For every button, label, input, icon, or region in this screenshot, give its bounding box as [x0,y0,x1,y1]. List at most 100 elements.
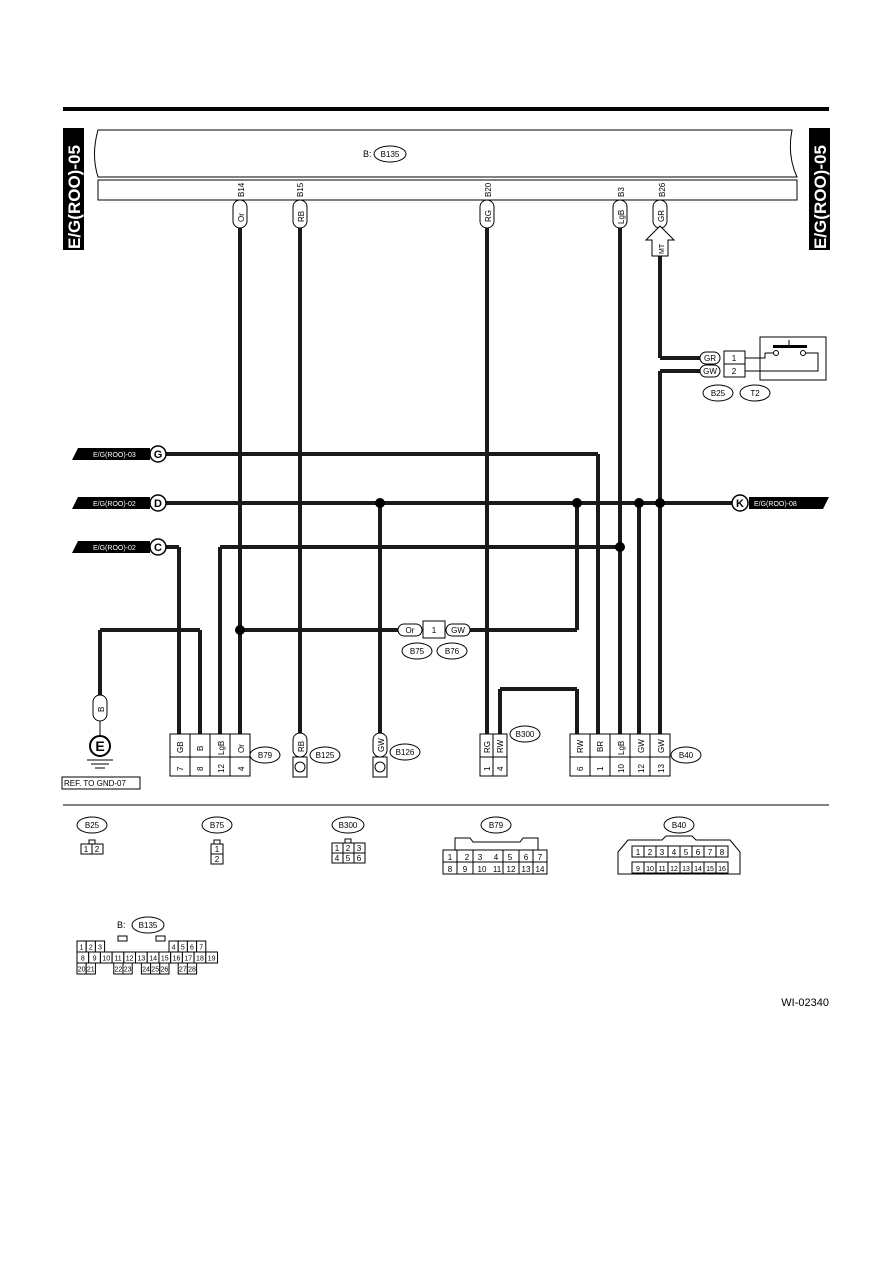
b135-pin-label: 18 [196,956,204,963]
svg-text:9: 9 [636,866,640,873]
b135-pin-cell [85,962,96,975]
svg-text:6: 6 [524,853,529,862]
svg-text:12: 12 [670,866,678,873]
ref-g-tag[interactable]: E/G(ROO)-03 G [72,445,167,463]
svg-text:16: 16 [718,866,726,873]
svg-text:B40: B40 [672,821,687,830]
svg-text:8: 8 [448,865,453,874]
svg-text:B300: B300 [339,821,358,830]
left-page-tag[interactable]: E/G(ROO)-05 [63,128,84,250]
svg-text:RB: RB [297,741,306,752]
svg-text:RG: RG [483,741,492,753]
b135-pin-label: 14 [149,956,157,963]
b135-pin-cell [159,962,170,975]
svg-text:12: 12 [507,865,516,874]
svg-text:GB: GB [176,741,185,753]
svg-text:10: 10 [478,865,487,874]
b79-connector-group: GB B LgB Or 7 8 12 4 B79 [169,733,281,777]
svg-text:14: 14 [694,866,702,873]
svg-text:RG: RG [484,210,493,222]
switch-wire-gr: GR [704,354,716,363]
svg-text:1: 1 [84,845,89,854]
svg-text:9: 9 [463,865,468,874]
svg-text:12: 12 [217,764,226,773]
ref-c-tag[interactable]: E/G(ROO)-02 C [72,538,167,556]
right-page-tag[interactable]: E/G(ROO)-05 [809,128,830,250]
ecm-prefix: B: [363,149,372,159]
svg-text:1: 1 [335,844,340,853]
joint-connector-b76: B76 [445,647,460,656]
ground-letter: E [95,738,104,754]
ecm-wire-tag-or: Or [232,199,248,229]
svg-text:2: 2 [346,844,351,853]
svg-text:B79: B79 [489,821,504,830]
switch-connector-b25: B25 [711,389,726,398]
neutral-switch[interactable]: GR GW 1 2 B25 T2 [699,336,827,402]
svg-text:GW: GW [377,738,386,752]
svg-text:4: 4 [335,854,340,863]
svg-text:BR: BR [596,741,605,752]
b135-pin-label: 5 [181,945,185,952]
b135-pin-label: 9 [93,956,97,963]
b135-pin-label: 1 [80,945,84,952]
svg-text:B135: B135 [139,921,158,930]
ref-k-tag[interactable]: K E/G(ROO)-08 [731,494,829,512]
b135-pin-label: 11 [114,956,121,963]
svg-text:C: C [154,542,162,554]
joint-wire-gw: GW [451,626,465,635]
ecm-pin-b20: B20 [484,182,493,197]
svg-text:1: 1 [596,766,605,771]
svg-text:4: 4 [494,853,499,862]
svg-text:D: D [154,498,162,510]
svg-text:3: 3 [478,853,483,862]
svg-text:2: 2 [215,855,220,864]
b135-pin-label: 28 [188,967,196,974]
b79-group-name: B79 [258,751,273,760]
svg-text:10: 10 [646,866,654,873]
svg-text:LgB: LgB [617,210,626,224]
b135-pin-label: 23 [124,967,132,974]
svg-text:MT: MT [659,243,666,254]
b135-pin-label: 12 [126,956,134,963]
view-b25: B25 1 2 [76,816,108,855]
joint-connector-b75: B75 [410,647,425,656]
joint-pin: 1 [432,626,437,635]
svg-text:B40: B40 [679,751,694,760]
joint-connector: Or 1 GW B75 B76 [397,620,471,660]
svg-text:3: 3 [660,848,665,857]
svg-text:11: 11 [493,865,502,874]
ref-d-tag[interactable]: E/G(ROO)-02 D [72,494,167,512]
header-rule [63,107,829,111]
svg-text:E/G(ROO)-02: E/G(ROO)-02 [93,545,136,552]
b135-pin-label: 3 [98,945,102,952]
b135-pin-label: 25 [151,967,159,974]
b135-pin-label: 2 [89,945,93,952]
svg-text:LgB: LgB [217,741,226,755]
svg-text:B: B [196,746,205,751]
svg-text:GW: GW [657,739,666,753]
b300-connector-group: RG RW 1 4 B300 [479,725,541,777]
svg-text:E/G(ROO)-05: E/G(ROO)-05 [811,145,830,249]
svg-text:E/G(ROO)-03: E/G(ROO)-03 [93,452,136,459]
ecm-wire-tag-gr: GR [652,199,668,229]
b135-pin-label: 22 [115,967,123,974]
svg-text:4: 4 [237,766,246,771]
b135-pin-cell [186,962,198,975]
b135-pin-label: 21 [87,967,95,974]
svg-text:13: 13 [682,866,690,873]
view-b75: B75 1 2 [201,816,233,865]
svg-text:B125: B125 [316,751,335,760]
b135-pin-cell [122,962,133,975]
svg-text:1: 1 [215,845,220,854]
b135-pin-label: 17 [184,956,192,963]
svg-text:13: 13 [522,865,531,874]
svg-text:Or: Or [237,213,246,222]
svg-text:7: 7 [538,853,543,862]
b135-pin-label: 24 [142,967,150,974]
b135-pin-label: 13 [138,956,146,963]
b135-pin-label: 19 [208,956,216,963]
figure-id: WI-02340 [781,997,829,1009]
svg-text:12: 12 [637,764,646,773]
